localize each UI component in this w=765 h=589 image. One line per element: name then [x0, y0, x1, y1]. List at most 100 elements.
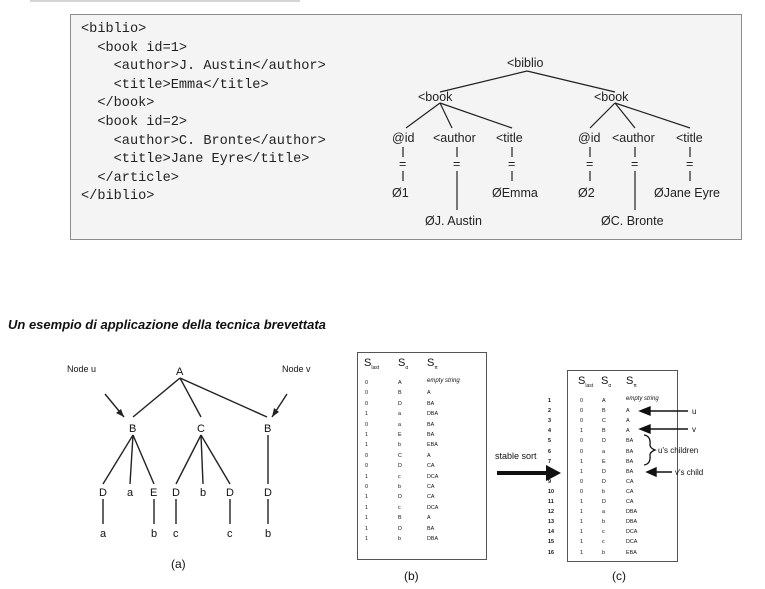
table-cell: 0	[580, 438, 583, 445]
node-D: D	[172, 487, 180, 499]
xml-example-box: <biblio> <book id=1> <author>J. Austin</…	[70, 14, 742, 240]
header-s-alpha: Sα	[398, 357, 409, 372]
tree-value-austin: ØJ. Austin	[425, 214, 482, 228]
table-cell: B	[602, 408, 606, 415]
tree-eq: =	[631, 157, 638, 171]
table-cell: b	[398, 442, 401, 449]
xml-line: <book id=2>	[81, 114, 188, 130]
tree-root-label: <biblio	[507, 56, 544, 70]
table-cell: C	[602, 418, 606, 425]
table-cell: D	[602, 438, 606, 445]
table-cell: b	[398, 536, 401, 542]
tree-eq: =	[453, 157, 460, 171]
row-number: 7	[548, 458, 551, 465]
table-cell: 0	[580, 418, 583, 425]
node-C: C	[197, 423, 205, 435]
table-cell: B	[398, 390, 402, 397]
xml-code: <biblio> <book id=1> <author>J. Austin</…	[81, 21, 326, 207]
table-cell: DCA	[626, 529, 638, 536]
table-cell: CA	[427, 484, 435, 490]
tree-book1-label: <book	[418, 90, 453, 104]
table-cell: 0	[580, 448, 583, 455]
table-cell: CA	[626, 478, 634, 485]
table-cell: 0	[365, 452, 368, 459]
table-cell: BA	[626, 468, 634, 475]
tree-value-2: Ø2	[578, 186, 595, 200]
row-number: 6	[548, 448, 551, 455]
table-cell: BA	[427, 421, 435, 428]
xml-line: <title>Jane Eyre</title>	[81, 152, 310, 168]
table-cell: BA	[626, 448, 634, 455]
row-number: 4	[548, 428, 551, 435]
table-cell: C	[398, 452, 402, 459]
table-cell: a	[602, 448, 605, 455]
table-cell: BA	[427, 525, 435, 532]
table-cell: DBA	[427, 536, 439, 542]
stable-sort-arrow-head	[546, 465, 561, 481]
table-cell: D	[398, 494, 402, 501]
table-cell: c	[602, 529, 605, 536]
table-cell: 1	[580, 468, 583, 475]
table-cell: CA	[427, 494, 435, 501]
table-cell: D	[398, 400, 402, 407]
table-cell: 0	[365, 484, 368, 490]
row-number: 9	[548, 478, 551, 485]
table-cell: 1	[365, 494, 368, 501]
caption-b: (b)	[404, 569, 419, 583]
xml-line: <biblio>	[81, 22, 147, 37]
table-cell: 1	[365, 432, 368, 438]
tree-value-bronte: ØC. Bronte	[601, 214, 664, 228]
table-cell: 1	[365, 536, 368, 542]
table-cell: D	[602, 468, 606, 475]
table-cell: c	[398, 473, 401, 480]
table-cell: D	[398, 463, 402, 470]
table-cell: A	[626, 418, 630, 425]
xml-tree-diagram: <biblio <book <book @id <author <title @…	[392, 56, 720, 228]
row-number: 12	[548, 509, 554, 516]
table-cell: BA	[427, 400, 435, 407]
table-cell: DBA	[427, 411, 439, 418]
xml-line: <author>C. Bronte</author>	[81, 133, 326, 149]
row-number: 1	[548, 398, 551, 404]
table-cell: A	[626, 428, 630, 435]
table-cell: 1	[580, 458, 583, 465]
table-cell: DCA	[427, 504, 439, 511]
top-divider	[30, 0, 300, 2]
row-number: 3	[548, 418, 551, 425]
table-cell: A	[427, 515, 431, 522]
table-cell: BA	[427, 432, 435, 438]
table-cell: A	[398, 380, 402, 386]
caption-a: (a)	[171, 557, 186, 571]
tree-value-1: Ø1	[392, 186, 409, 200]
row-number: 11	[548, 499, 554, 505]
table-cell: 1	[580, 499, 583, 505]
caption-c: (c)	[612, 569, 626, 583]
tree-author2-label: <author	[612, 131, 655, 145]
table-cell: EBA	[427, 442, 438, 449]
table-cell: A	[602, 398, 606, 404]
tree-author1-label: <author	[433, 131, 476, 145]
table-cell: 1	[580, 428, 583, 435]
figure-a-arrowheads	[116, 408, 279, 417]
table-cell: EBA	[626, 549, 637, 556]
table-cell: A	[626, 408, 630, 415]
header-s-alpha: Sα	[601, 375, 612, 390]
row-number: 14	[548, 529, 554, 536]
table-cell: 0	[365, 390, 368, 397]
xml-line: <author>J. Austin</author>	[81, 59, 326, 75]
table-cell: b	[602, 519, 605, 526]
header-s-last: Slast	[364, 357, 380, 372]
table-cell: A	[427, 452, 431, 459]
table-cell: B	[602, 428, 606, 435]
table-cell: a	[398, 421, 401, 428]
table-cell: E	[602, 458, 606, 465]
table-cell: D	[602, 499, 606, 505]
row-number: 16	[548, 549, 554, 556]
stable-sort-label: stable sort	[495, 451, 537, 461]
xml-line: <book id=1>	[81, 40, 188, 56]
tree-title2-label: <title	[676, 131, 703, 145]
tree-value-janeeyre: ØJane Eyre	[654, 186, 720, 200]
table-cell: D	[398, 525, 402, 532]
node-D: D	[99, 487, 107, 499]
